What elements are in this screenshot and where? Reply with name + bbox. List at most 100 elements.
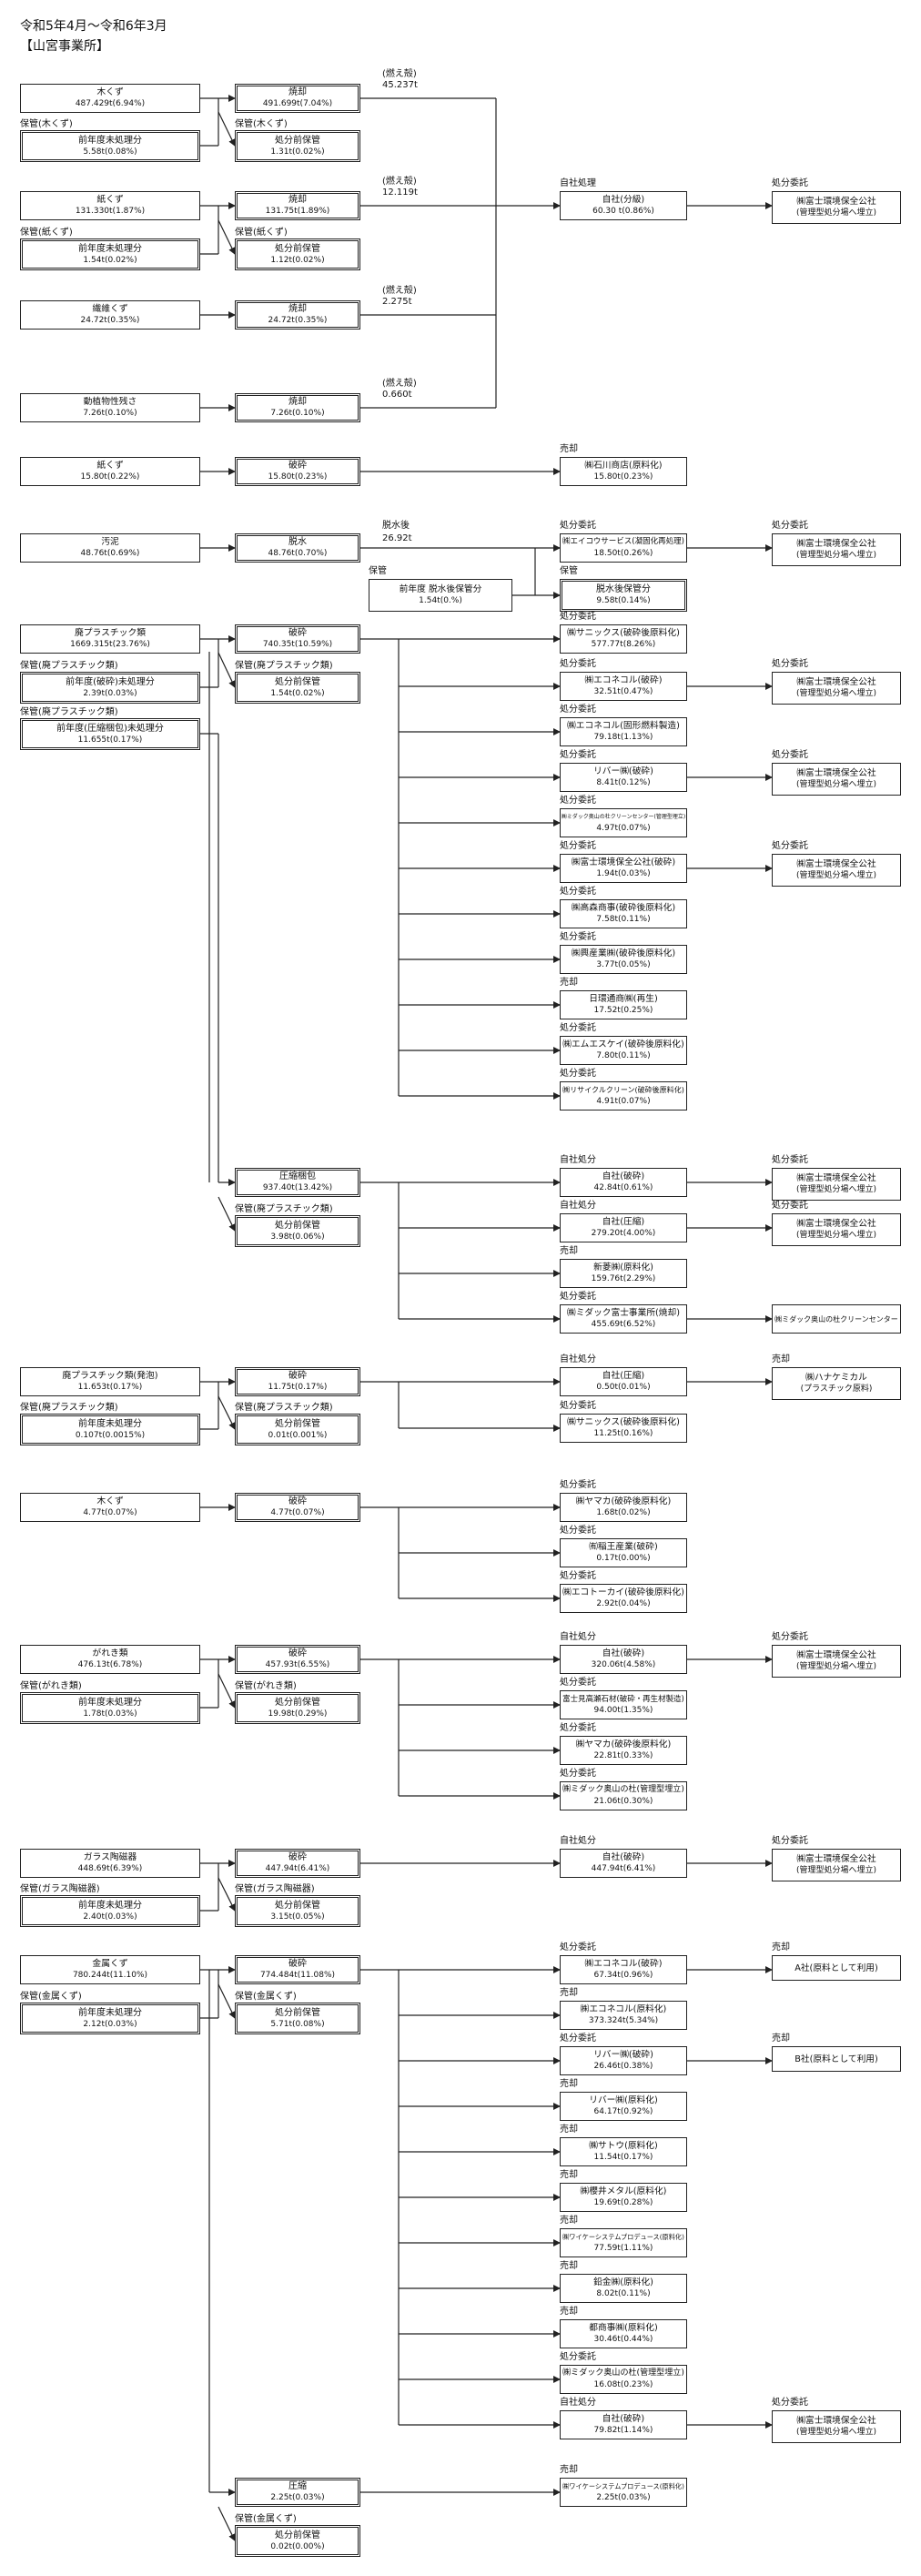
box-name: 新菱㈱(原料化) [593,1263,653,1273]
box-amount: 937.40t(13.42%) [262,1183,333,1192]
box-name: ㈱富士環境保全公社 [796,1173,876,1183]
box-name: 破砕 [288,1371,307,1381]
flow-label: 処分委託 [560,1942,596,1952]
box-name: 処分前保管 [275,676,320,687]
flow-box-f12a: A社(原料として利用) [772,1955,901,1981]
box-name: ㈱富士環境保全公社 [796,768,876,778]
flow-label: 売却 [560,2261,578,2271]
flow-label: 保管(廃プラスチック類) [20,1403,118,1413]
box-name: 富士見高瀬石材(破砕・再生材製造) [562,1694,684,1703]
flow-lines [200,95,773,2541]
flow-connector [218,1196,236,1232]
box-name: ㈱ミダック奥山の杜クリーンセンター(管理型埋立) [561,814,686,820]
flow-label: 処分委託 [772,178,808,188]
box-name: 自社(圧縮) [602,1371,645,1381]
box-amount: 1.78t(0.03%) [83,1709,137,1719]
flow-box-f7f: ㈱富士環境保全公社(管理型処分場へ埋立) [772,854,901,887]
flow-box-f6: ㈱富士環境保全公社(管理型処分場へ埋立) [772,533,901,566]
flow-box-d6a: ㈱エイコウサービス(凝固化再処理)18.50t(0.26%) [560,533,687,563]
box-amount: 11.653t(0.17%) [77,1383,143,1392]
box-amount: 491.699t(7.04%) [262,99,333,108]
box-amount: 2.12t(0.03%) [83,2019,137,2029]
box-name: ㈱ワイケーシステムプロデュース(原料化) [562,2482,684,2490]
box-amount: (管理型処分場へ埋立) [795,1662,877,1671]
box-name: 破砕 [288,461,307,471]
box-name: 紙くず [96,461,124,471]
box-amount: (管理型処分場へ埋立) [795,780,877,789]
flow-label: 処分委託 [560,1069,596,1079]
flow-label: 処分委託 [560,612,596,622]
flow-box-d12l: ㈱ワイケーシステムプロデュース(原料化)2.25t(0.03%) [560,2478,687,2507]
box-amount: 159.76t(2.29%) [591,1274,656,1283]
box-name: 前年度未処理分 [78,1697,142,1708]
box-amount: 320.06t(4.58%) [591,1660,656,1669]
box-amount: 77.59t(1.11%) [593,2244,653,2253]
box-name: 処分前保管 [275,2530,320,2541]
flow-label: 処分委託 [772,841,808,851]
box-name: ㈱高森商事(破砕後原料化) [571,903,676,913]
flow-box-d12e: ㈱サトウ(原料化)11.54t(0.17%) [560,2137,687,2166]
flow-label: 処分委託 [560,1571,596,1581]
flow-box-d7b: ㈱エコネコル(破砕)32.51t(0.47%) [560,672,687,701]
box-amount: 16.08t(0.23%) [593,2380,653,2389]
box-name: 脱水 [288,537,307,547]
flow-box-d9a: ㈱ヤマカ(破砕後原料化)1.68t(0.02%) [560,1493,687,1522]
flow-label: 売却 [560,1988,578,1998]
box-name: 処分前保管 [275,1900,320,1911]
box-name: B社(原料として利用) [794,2054,878,2064]
flow-box-s8: 廃プラスチック類(発泡)11.653t(0.17%) [20,1367,200,1396]
flow-box-d7k: ㈱リサイクルクリーン(破砕後原料化)4.91t(0.07%) [560,1081,687,1111]
box-amount: 131.75t(1.89%) [265,207,330,216]
flow-label: 処分委託 [560,705,596,715]
flow-label: 売却 [560,2079,578,2089]
box-name: 処分前保管 [275,1697,320,1708]
box-amount: 4.91t(0.07%) [596,1097,651,1106]
box-amount: 1.54t(0.02%) [83,255,137,265]
flow-box-d7c: ㈱エコネコル(固形燃料製造)79.18t(1.13%) [560,717,687,746]
box-name: ㈱石川商店(原料化) [584,461,663,471]
flow-box-d12g: ㈱ワイケーシステムプロデュース(原料化)77.59t(1.11%) [560,2228,687,2257]
flow-connector [218,1395,236,1430]
box-name: ㈱ヤマカ(破砕後原料化) [575,1739,672,1749]
flow-box-f7m: ㈱富士環境保全公社(管理型処分場へ埋立) [772,1213,901,1246]
box-amount: 4.97t(0.07%) [596,824,651,833]
flow-box-d7d: リバー㈱(破砕)8.41t(0.12%) [560,763,687,792]
box-name: 都商事㈱(原料化) [589,2323,658,2333]
flow-label: 処分委託 [772,1836,808,1846]
box-amount: 0.107t(0.0015%) [75,1430,146,1440]
flow-box-d7f: ㈱富士環境保全公社(破砕)1.94t(0.03%) [560,854,687,883]
flow-label: 保管(金属くず) [235,2514,297,2524]
box-amount: 1.68t(0.02%) [596,1508,651,1517]
flow-label: 処分委託 [560,1769,596,1779]
box-name: ㈱櫻井メタル(原料化) [580,2186,667,2196]
box-amount: (管理型処分場へ埋立) [795,1866,877,1875]
flow-label: 処分委託 [772,2398,808,2408]
flow-label: 売却 [560,2125,578,2135]
flow-label: 自社処分 [560,1354,596,1364]
flow-box-d7a: ㈱サニックス(破砕後原料化)577.77t(8.26%) [560,624,687,654]
box-name: 圧縮 [288,2481,307,2491]
box-name: ㈱エコネコル(原料化) [580,2004,667,2014]
box-name: ㈱ミダック奥山の杜(管理型埋立) [562,2368,684,2378]
flow-label: 保管(紙くず) [20,228,73,238]
flow-box-f7l: ㈱富士環境保全公社(管理型処分場へ埋立) [772,1168,901,1201]
flow-label: 売却 [560,2307,578,2317]
box-amount: 2.39t(0.03%) [83,688,137,698]
flow-label: 26.92t [382,533,412,543]
box-amount: 1.12t(0.02%) [270,255,325,265]
box-name: ㈱サニックス(破砕後原料化) [567,628,680,638]
flow-box-d12j: ㈱ミダック奥山の杜(管理型埋立) 16.08t(0.23%) [560,2365,687,2394]
box-amount: 0.02t(0.00%) [270,2541,325,2551]
flow-label: 処分委託 [560,1292,596,1302]
